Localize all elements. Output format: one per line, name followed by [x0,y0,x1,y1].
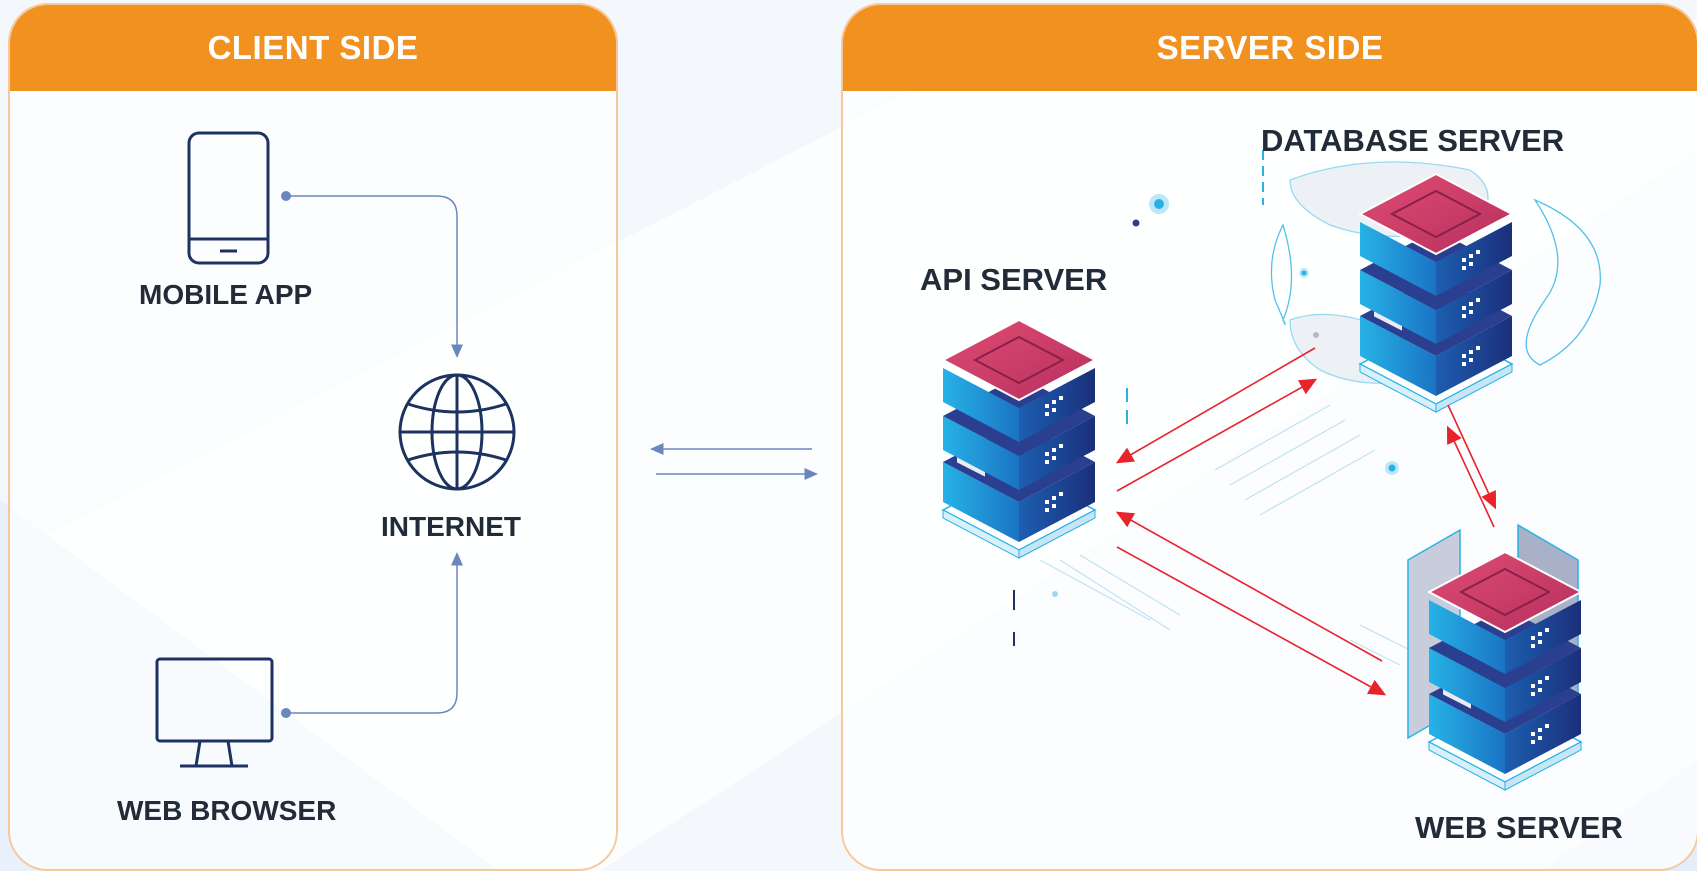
mobile-app-label: MOBILE APP [139,279,313,310]
mobile-phone-icon [187,131,270,265]
browser-to-internet-connector [281,552,463,718]
database-server-icon [1359,173,1513,413]
client-side-panel: CLIENT SIDE [8,3,618,871]
web-browser-label: WEB BROWSER [117,795,337,826]
client-server-exchange-arrows [650,443,818,480]
globe-icon [398,373,516,491]
mobile-to-internet-connector [281,191,463,358]
internet-label: INTERNET [381,511,521,542]
api-server-label: API SERVER [920,262,1108,297]
api-server-icon [942,319,1096,559]
server-flow-arrows [1115,347,1497,696]
web-server-icon [1428,551,1582,791]
web-server-label: WEB SERVER [1415,810,1623,845]
client-side-header: CLIENT SIDE [10,5,616,91]
desktop-monitor-icon [155,657,274,768]
server-side-header: SERVER SIDE [843,5,1697,91]
database-server-label: DATABASE SERVER [1261,123,1565,158]
